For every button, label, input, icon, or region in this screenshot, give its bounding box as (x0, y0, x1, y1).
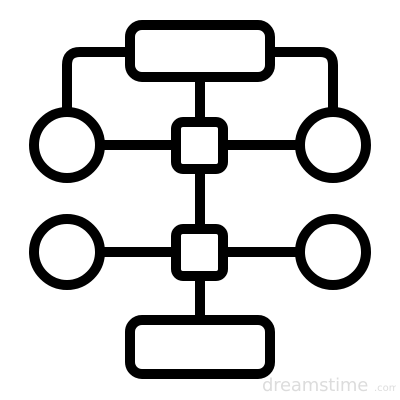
lower-right-circle-node (295, 214, 371, 290)
top-process-box (125, 20, 275, 82)
upper-junction-box (171, 117, 228, 174)
lower-left-circle-node (29, 214, 105, 290)
bottom-process-box (125, 315, 275, 379)
upper-right-circle-node (295, 107, 371, 183)
top-right-connector (265, 47, 338, 117)
top-left-connector (62, 47, 135, 117)
upper-left-circle-node (29, 107, 105, 183)
lower-junction-box (171, 224, 228, 281)
